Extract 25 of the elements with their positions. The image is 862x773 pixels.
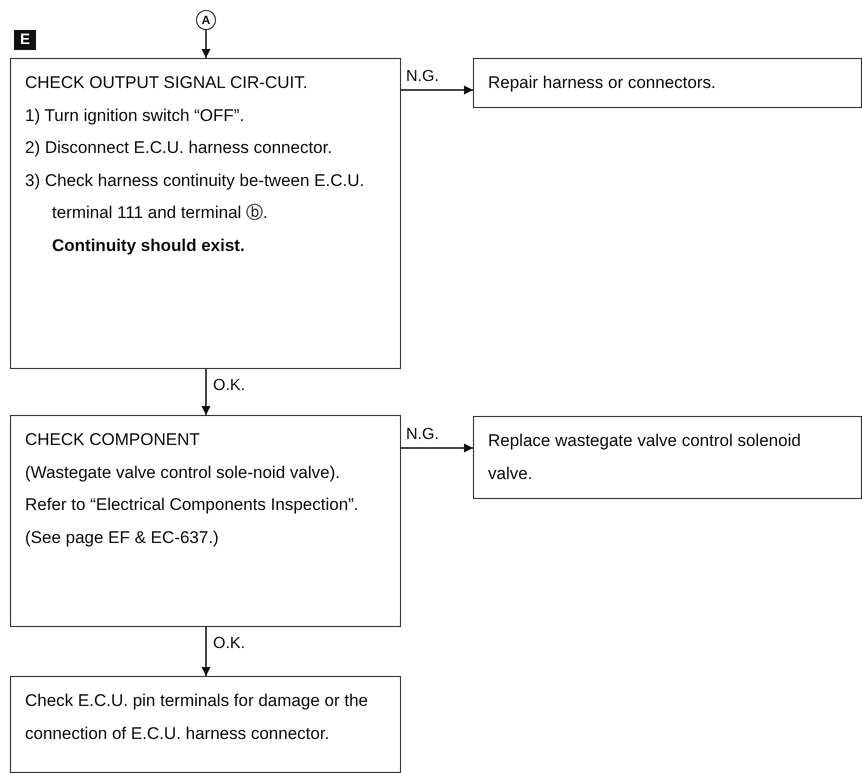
box-heading: CHECK COMPONENT xyxy=(25,429,201,451)
box-text: 2) Disconnect E.C.U. harness connector. xyxy=(25,137,334,159)
process-box xyxy=(10,58,401,369)
section-marker: E xyxy=(14,30,36,50)
process-box xyxy=(473,58,862,108)
box-text: Check E.C.U. pin terminals for damage or the connection of E.C.U. harness connector. xyxy=(25,690,369,744)
arrow xyxy=(202,627,210,676)
connector-letter: A xyxy=(202,13,210,27)
box-heading: CHECK OUTPUT SIGNAL CIR-CUIT. xyxy=(25,72,308,94)
box-text: 1) Turn ignition switch “OFF”. xyxy=(25,104,246,126)
arrow xyxy=(401,444,473,452)
process-box xyxy=(473,416,862,499)
box-text: Repair harness or connectors. xyxy=(488,72,717,94)
box-text: (Wastegate valve control sole-noid valve). xyxy=(25,462,341,484)
process-box xyxy=(10,415,401,627)
box-text: 3) Check harness continuity be-tween E.C.U. terminal 111 and terminal ⓑ. xyxy=(25,170,366,224)
connector-circle xyxy=(196,10,216,30)
box-text: Refer to “Electrical Components Inspection”. xyxy=(25,494,360,516)
box-text: Replace wastegate valve control solenoid valve. xyxy=(488,430,802,484)
arrow xyxy=(401,86,473,94)
arrow xyxy=(202,369,210,415)
process-box xyxy=(10,676,401,773)
box-text: Continuity should exist. xyxy=(51,234,246,256)
box-text: (See page EF & EC-637.) xyxy=(25,526,220,548)
arrow xyxy=(202,30,210,58)
